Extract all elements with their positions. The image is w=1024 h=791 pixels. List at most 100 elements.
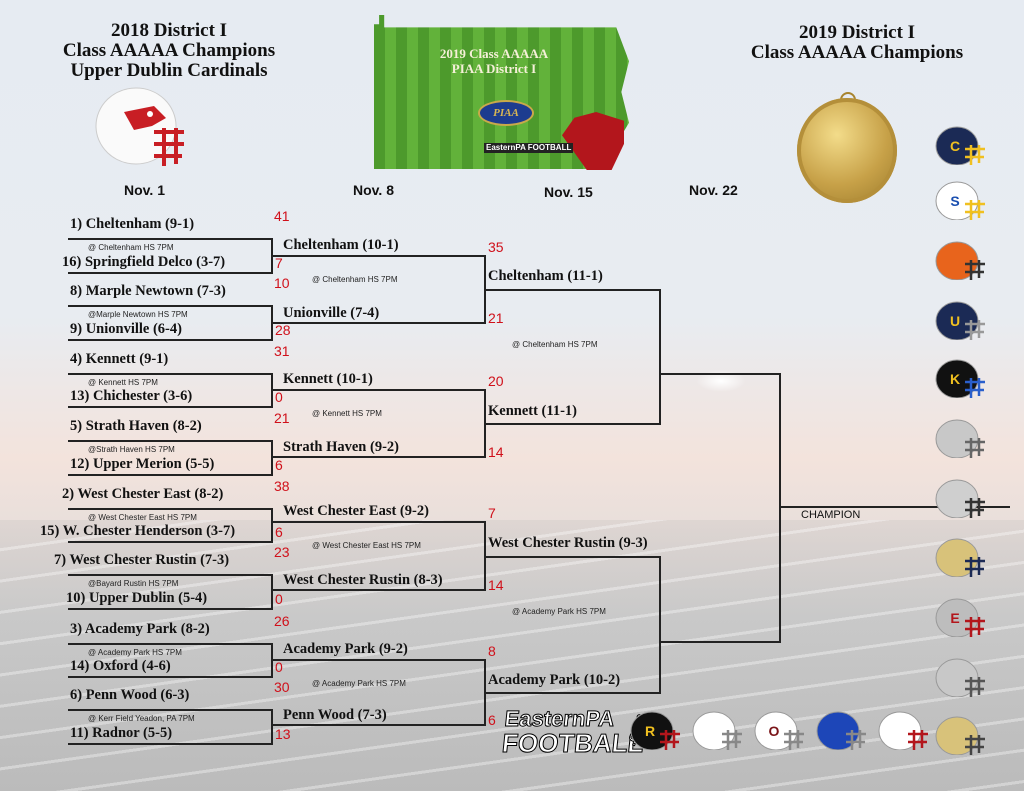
strath-haven-helmet-icon [935,479,985,518]
penn-wood-helmet-icon [692,711,742,750]
score-top: 20 [488,373,504,389]
score-bottom: 7 [275,255,283,271]
team-bottom: 11) Radnor (5-5) [70,725,173,741]
team-top: 8) Marple Newtown (7-3) [70,283,226,299]
easternpa-small-logo: EasternPA FOOTBALL [484,143,574,153]
team-top: 3) Academy Park (8-2) [70,621,210,637]
springfield-helmet-icon: S [935,181,985,220]
team-bottom: 16) Springfield Delco (3-7) [62,254,226,270]
team-top: West Chester Rustin (9-3) [488,535,648,551]
champion-label: CHAMPION [801,509,861,521]
bracket-line [271,709,273,745]
easternpa-football-logo: EasternPA FOOTBALL [500,706,646,763]
bracket-line [659,289,661,425]
bracket-line [272,389,485,391]
cheltenham-helmet-icon: C [935,126,985,165]
team-top: Cheltenham (10-1) [283,237,399,253]
team-bottom: 13) Chichester (3-6) [70,388,193,404]
score-bottom: 0 [275,389,283,405]
bracket-line [68,643,272,645]
helmet-letter: O [769,723,780,739]
bracket-line [485,289,660,291]
bracket-line [68,541,272,543]
marple-newtown-helmet-icon [935,241,985,280]
score-bottom: 28 [275,322,291,338]
bracket-line [68,373,272,375]
academy-park-helmet-icon [816,711,866,750]
helmet-letter: E [950,610,959,626]
team-bottom: West Chester Rustin (8-3) [283,572,443,588]
oxford-helmet-icon: O [754,711,804,750]
bracket-line [68,709,272,711]
score-top: 30 [274,679,290,695]
team-bottom: Academy Park (10-2) [488,672,621,688]
bracket-line [485,556,660,558]
team-top: 5) Strath Haven (8-2) [70,418,202,434]
score-bottom: 6 [275,524,283,540]
bracket-line [272,456,485,458]
game-venue: @Marple Newtown HS 7PM [88,310,188,319]
team-top: West Chester East (9-2) [283,503,429,519]
game-venue: @ Academy Park HS 7PM [88,648,182,657]
bracket-line [68,305,272,307]
bracket-line [68,272,272,274]
cardinal-helmet-icon [95,87,184,166]
title-line: 2019 District I [798,22,916,43]
score-bottom: 6 [488,712,496,728]
helmet-letter: R [645,723,655,739]
team-bottom: 15) W. Chester Henderson (3-7) [40,523,236,539]
bracket-line [485,692,660,694]
bracket-line [68,676,272,678]
current-champions-title: 2019 District I Class AAAAA Champions [726,23,988,63]
team-bottom: Kennett (11-1) [488,403,577,419]
date-final: Nov. 22 [689,182,738,198]
champion-line [780,506,1010,508]
bracket-line [272,322,485,324]
score-bottom: 13 [275,726,291,742]
bracket-line [272,255,485,257]
title-line: Class AAAAA Champions [750,42,964,63]
bracket-line [271,574,273,610]
bracket-line [68,743,272,745]
game-venue: @ Academy Park HS 7PM [312,679,406,688]
score-bottom: 0 [275,659,283,675]
score-bottom: 6 [275,457,283,473]
stadium-light [696,370,746,392]
score-bottom: 21 [488,310,504,326]
team-bottom: 9) Unionville (6-4) [70,321,182,337]
game-venue: @ Cheltenham HS 7PM [312,275,398,284]
score-top: 8 [488,643,496,659]
previous-champions-title: 2018 District I Class AAAAA Champions Up… [38,21,300,81]
game-venue: @Strath Haven HS 7PM [88,445,175,454]
game-venue: @ Kennett HS 7PM [88,378,158,387]
bracket-line [485,423,660,425]
team-top: 6) Penn Wood (6-3) [70,687,190,703]
bracket-line [68,238,272,240]
title-line: 2018 District I [110,20,228,41]
bracket-line [272,589,485,591]
bracket-line [68,406,272,408]
score-top: 41 [274,208,290,224]
game-venue: @ Cheltenham HS 7PM [88,243,174,252]
score-top: 21 [274,410,290,426]
score-top: 35 [488,239,504,255]
team-bottom: Penn Wood (7-3) [283,707,387,723]
team-top: Kennett (10-1) [283,371,373,387]
helmet-letter: S [950,193,959,209]
logo-line: FOOTBALL [500,728,646,759]
bracket-line [68,574,272,576]
bracket-line [68,339,272,341]
score-top: 7 [488,505,496,521]
score-top: 26 [274,613,290,629]
team-bottom: 12) Upper Merion (5-5) [70,456,215,472]
game-venue: @ Academy Park HS 7PM [512,607,606,616]
score-bottom: 14 [488,577,504,593]
team-top: 2) West Chester East (8-2) [62,486,224,502]
bracket-line [779,373,781,643]
score-bottom: 14 [488,444,504,460]
team-bottom: 10) Upper Dublin (5-4) [66,590,208,606]
date-round1: Nov. 1 [124,182,165,198]
game-venue: @ Kerr Field Yeadon, PA 7PM [88,714,195,723]
bracket-line [272,724,485,726]
bracket-line [271,440,273,476]
